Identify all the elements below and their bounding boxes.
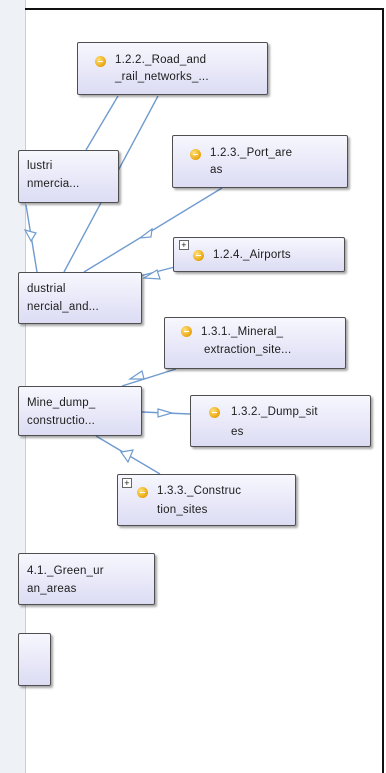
- canvas-right-border: [382, 8, 384, 773]
- arrowhead-icon: [157, 408, 175, 418]
- node-industrial-commercial-top[interactable]: lustri nmercia...: [18, 150, 119, 203]
- node-dump-sites[interactable]: 1.3.2._Dump_sit es: [190, 395, 371, 447]
- node-mine-dump-label-2: constructio...: [27, 415, 95, 427]
- node-mineral-extraction[interactable]: 1.3.1._Mineral_ extraction_site...: [164, 317, 346, 369]
- edge-mine-to-mineral: [121, 368, 177, 387]
- edge-industrial-to-port: [83, 187, 223, 273]
- expand-plus-icon[interactable]: +: [179, 240, 189, 250]
- node-green-label-1: 4.1._Green_ur: [27, 565, 104, 577]
- edge-industrial-top-to-road-rail: [85, 95, 119, 151]
- canvas-top-border: [25, 8, 383, 10]
- node-port-label-1: 1.2.3._Port_are: [210, 147, 293, 159]
- node-mine-dump-construction[interactable]: Mine_dump_ constructio...: [18, 386, 142, 436]
- node-port-areas[interactable]: 1.2.3._Port_are as: [172, 135, 348, 188]
- node-road-rail-label-1: 1.2.2._Road_and: [115, 54, 207, 66]
- node-industrial-mid-label-1: dustrial: [27, 283, 66, 295]
- node-airports-label: 1.2.4._Airports: [213, 249, 291, 261]
- node-industrial-commercial-mid[interactable]: dustrial nercial_and...: [18, 272, 142, 324]
- class-dot-icon: [209, 407, 220, 418]
- node-mineral-label-2: extraction_site...: [204, 344, 292, 356]
- node-industrial-top-label-2: nmercia...: [27, 178, 80, 190]
- class-dot-icon: [193, 250, 204, 261]
- node-road-rail-networks[interactable]: 1.2.2._Road_and _rail_networks_...: [77, 42, 268, 95]
- node-dump-label-1: 1.3.2._Dump_sit: [231, 406, 318, 418]
- node-industrial-top-label-1: lustri: [27, 160, 53, 172]
- node-green-urban-areas[interactable]: 4.1._Green_ur an_areas: [18, 553, 155, 605]
- node-mineral-label-1: 1.3.1._Mineral_: [201, 326, 284, 338]
- class-dot-icon: [137, 487, 148, 498]
- node-construction-label-2: tion_sites: [157, 504, 208, 516]
- node-road-rail-label-2: _rail_networks_...: [115, 71, 209, 83]
- node-mine-dump-label-1: Mine_dump_: [27, 397, 96, 409]
- arrowhead-icon: [142, 269, 161, 280]
- node-green-label-2: an_areas: [27, 583, 77, 595]
- node-construction-label-1: 1.3.3._Construc: [157, 485, 242, 497]
- arrowhead-icon: [137, 227, 153, 239]
- node-dump-label-2: es: [231, 426, 244, 438]
- node-port-label-2: as: [210, 164, 223, 176]
- node-bottom-partial[interactable]: [18, 633, 51, 686]
- node-industrial-mid-label-2: nercial_and...: [27, 301, 99, 313]
- arrowhead-icon: [128, 370, 145, 380]
- class-dot-icon: [181, 326, 192, 337]
- arrowhead-icon: [119, 449, 134, 464]
- class-dot-icon: [190, 149, 201, 160]
- node-construction-sites[interactable]: + 1.3.3._Construc tion_sites: [117, 474, 296, 526]
- arrowhead-icon: [23, 229, 37, 243]
- node-airports[interactable]: + 1.2.4._Airports: [173, 237, 345, 272]
- class-dot-icon: [95, 56, 106, 67]
- expand-plus-icon[interactable]: +: [122, 478, 132, 488]
